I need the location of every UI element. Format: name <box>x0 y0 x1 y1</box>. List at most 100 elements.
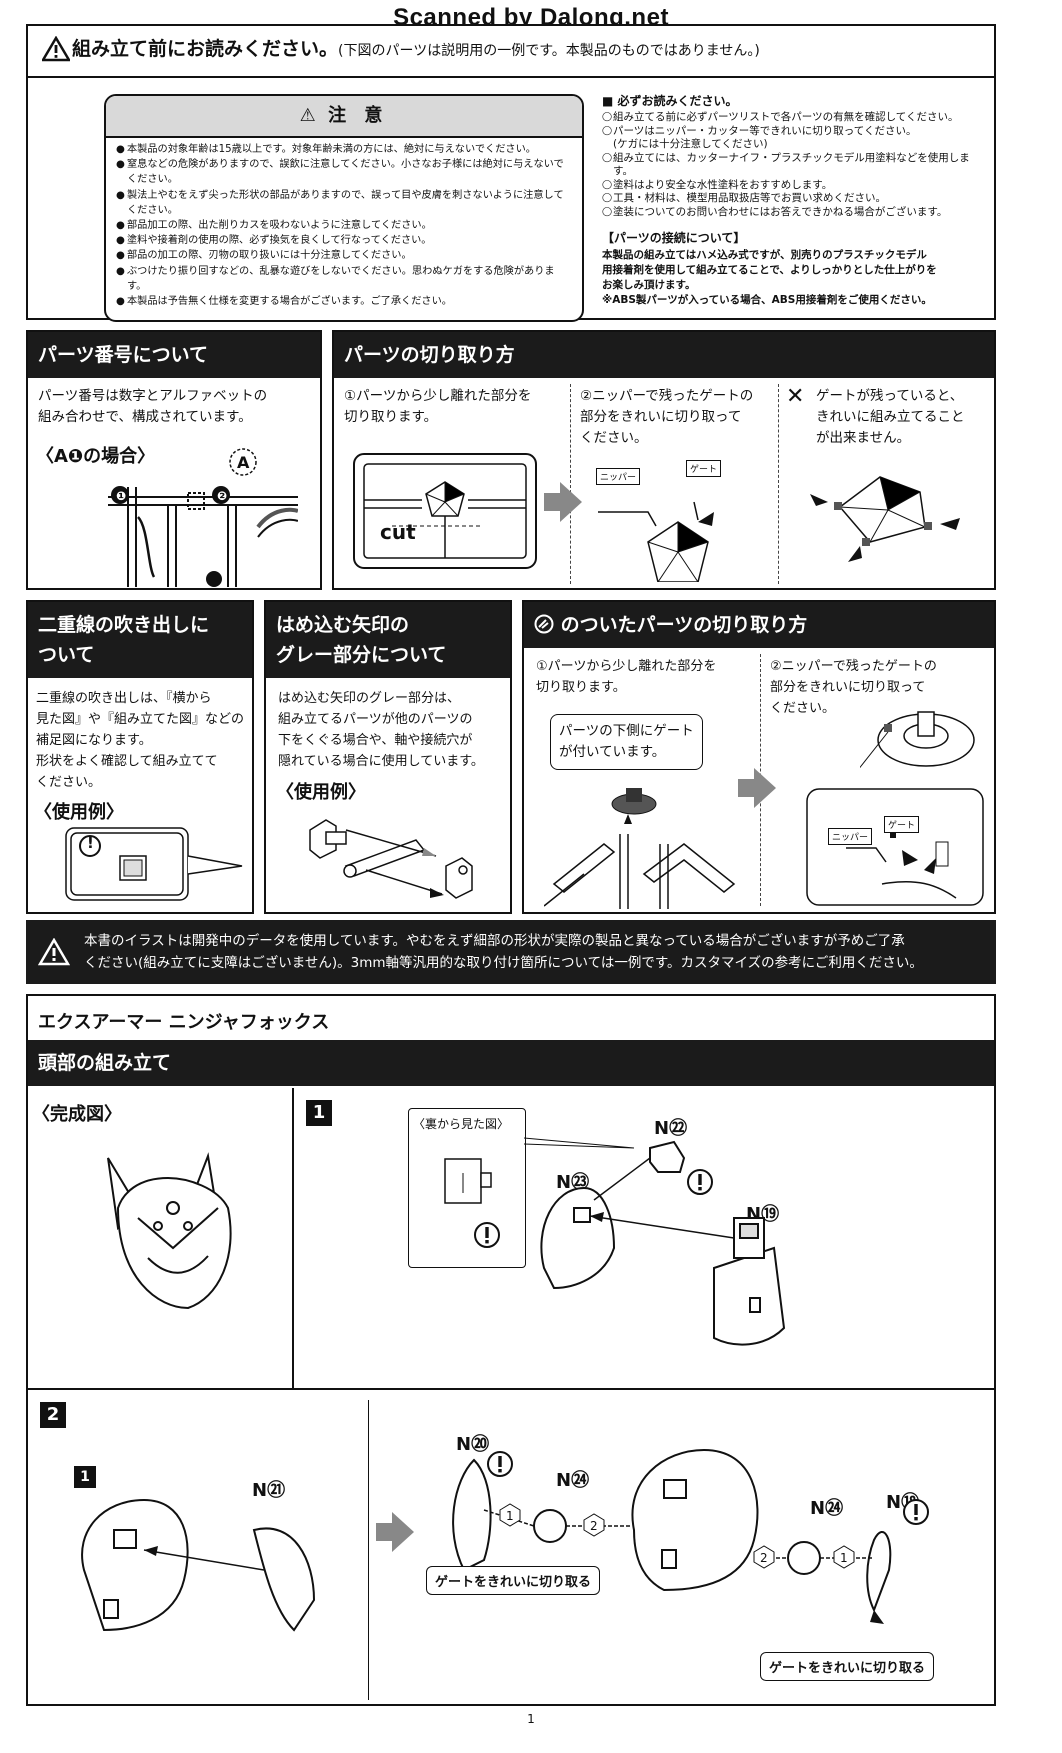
warning-triangle-icon <box>42 36 70 62</box>
completed-head-illustration <box>107 1152 232 1310</box>
cut-label: cut <box>380 520 416 544</box>
parts-number-section: パーツ番号について パーツ番号は数字とアルファベットの 組み合わせで、構成されて… <box>26 330 322 590</box>
runner-num-1: ❶ <box>116 489 126 503</box>
cutting-section: パーツの切り取り方 ①パーツから少し離れた部分を 切り取ります。 ②ニッパーで残… <box>332 330 996 590</box>
insert-arrow-example-label: 〈使用例〉 <box>276 782 366 803</box>
nipper-zoom-illustration <box>806 788 984 906</box>
attention-mark-icon: ! <box>87 834 94 852</box>
insert-arrow-section: はめ込む矢印の グレー部分について はめ込む矢印のグレー部分は、 組み立てるパー… <box>264 600 512 914</box>
must-read-item: パーツはニッパー・カッター等できれいに切り取ってください。 (ケガには十分注意し… <box>602 125 986 152</box>
caution-title: 注 意 <box>328 105 389 126</box>
gate-underside-callout: パーツの下側にゲート が付いています。 <box>550 714 703 770</box>
part-label-n20: N⑳ <box>456 1434 490 1455</box>
order-badge-2a: 2 <box>590 1519 598 1533</box>
step-arrow-icon <box>738 768 776 808</box>
part-label-n21: N㉑ <box>252 1480 286 1501</box>
sub-step-1-badge: 1 <box>74 1466 96 1488</box>
attention-mark-icon <box>474 1222 500 1248</box>
complete-view-panel: 〈完成図〉 <box>28 1088 294 1388</box>
must-read-item: 組み立てには、カッターナイフ・プラスチックモデル用塗料などを使用します。 <box>602 152 986 179</box>
head-assembly-header: 頭部の組み立て <box>28 1040 994 1086</box>
part-label-n22: N㉒ <box>654 1118 688 1139</box>
part-label-n24-a: N㉔ <box>556 1470 590 1491</box>
part-label-n24-b: N㉔ <box>810 1498 844 1519</box>
insert-arrow-illustration <box>309 819 473 899</box>
parts-number-example-label: 〈A❶の場合〉 <box>36 446 156 467</box>
title-note: (下図のパーツは説明用の一例です。本製品のものではありません。) <box>338 43 760 59</box>
gate-cut-note-1: ゲートをきれいに切り取る <box>426 1566 601 1595</box>
nipper-label: ニッパー <box>596 468 641 485</box>
gate-label: ゲート <box>686 460 722 477</box>
insert-arrow-text: はめ込む矢印のグレー部分は、 組み立てるパーツが他のパーツの 下をくぐる場合や、… <box>278 691 484 769</box>
caution-item: ぶつけたり振り回すなどの、乱暴な遊びをしないでください。思わぬケガをする危険があ… <box>116 264 572 294</box>
order-badge-1b: 1 <box>840 1551 848 1565</box>
runner-letter: A <box>237 453 250 472</box>
caution-item: 本製品の対象年齢は15歳以上です。対象年齢未満の方には、絶対に与えないでください… <box>116 142 572 157</box>
caution-item: 部品加工の際、出た削りカスを吸わないように注意してください。 <box>116 218 572 233</box>
special-cut-step-1: ①パーツから少し離れた部分を 切り取ります。 <box>536 659 717 695</box>
gear-part-illustration <box>860 711 975 769</box>
gate-cut-note-2: ゲートをきれいに切り取る <box>760 1652 935 1681</box>
step-arrow-icon <box>544 482 582 522</box>
step-1-assembly-illustration <box>540 1140 786 1346</box>
double-line-balloon-illustration <box>65 827 243 901</box>
gate-mark-icon <box>534 614 554 634</box>
development-warning-text: 本書のイラストは開発中のデータを使用しています。やむをえず細部の形状が実際の製品… <box>84 933 923 971</box>
development-warning-bar: 本書のイラストは開発中のデータを使用しています。やむをえず細部の形状が実際の製品… <box>26 920 996 984</box>
special-cut-section: のついたパーツの切り取り方 ①パーツから少し離れた部分を 切り取ります。 ②ニッ… <box>522 600 996 914</box>
caution-item: 部品の加工の際、刃物の取り扱いには十分注意してください。 <box>116 248 572 263</box>
must-read-item: 塗装についてのお問い合わせにはお答えできかねる場合がございます。 <box>602 206 986 220</box>
caution-item: 製法上やむをえず尖った形状の部品がありますので、誤って目や皮膚を刺さないように注… <box>116 188 572 218</box>
parts-number-header: パーツ番号について <box>28 332 320 378</box>
caution-box: ⚠ 注 意 本製品の対象年齢は15歳以上です。対象年齢未満の方には、絶対に与えな… <box>104 94 584 322</box>
caution-header: ⚠ 注 意 <box>106 96 582 138</box>
must-read-item: 塗料はより安全な水性塗料をおすすめします。 <box>602 179 986 193</box>
must-read-title: ■ 必ずお読みください。 <box>602 94 738 108</box>
bad-gate-illustration <box>810 476 960 562</box>
title-main: 組み立て前にお読みください。 <box>72 38 339 60</box>
runner-illustration: A ❶ ❷ <box>108 448 298 587</box>
page-number: 1 <box>527 1712 535 1726</box>
parts-number-text: パーツ番号は数字とアルファベットの 組み合わせで、構成されています。 <box>38 388 268 425</box>
connection-note: ※ABS製パーツが入っている場合、ABS用接着剤をご使用ください。 <box>602 294 932 306</box>
caution-item: 塗料や接着剤の使用の際、必ず換気を良くして行なってください。 <box>116 233 572 248</box>
must-read-item: 組み立てる前に必ずパーツリストで各パーツの有無を確認してください。 <box>602 111 986 125</box>
cutting-step-2: ②ニッパーで残ったゲートの 部分をきれいに切り取って ください。 <box>580 388 754 446</box>
runner-gate-underside-illustration <box>544 788 736 909</box>
double-line-text: 二重線の吹き出しは、『横から 見た図』や『組み立てた図』などの 補足図になります… <box>36 691 245 790</box>
page-title: 組み立て前にお読みください。(下図のパーツは説明用の一例です。本製品のものではあ… <box>72 34 760 61</box>
double-line-section: 二重線の吹き出しに ついて 二重線の吹き出しは、『横から 見た図』や『組み立てた… <box>26 600 254 914</box>
special-cut-header-text: のついたパーツの切り取り方 <box>560 614 808 636</box>
insert-arrow-header: はめ込む矢印の グレー部分について <box>266 602 510 678</box>
cutting-step-3: ゲートが残っていると、 きれいに組み立てること が出来ません。 <box>816 388 965 446</box>
callout-lines <box>524 1137 635 1149</box>
caution-item: 窒息などの危険がありますので、誤飲に注意してください。小さなお子様には絶対に与え… <box>116 157 572 187</box>
special-cut-header: のついたパーツの切り取り方 <box>524 602 994 648</box>
must-read-block: ■ 必ずお読みください。 組み立てる前に必ずパーツリストで各パーツの有無を確認し… <box>602 92 986 308</box>
ng-cross-icon: ✕ <box>786 384 805 409</box>
must-read-list: 組み立てる前に必ずパーツリストで各パーツの有無を確認してください。 パーツはニッ… <box>602 111 986 219</box>
warning-triangle-icon <box>38 938 70 966</box>
connection-title: 【パーツの接続について】 <box>602 231 746 245</box>
double-line-example-label: 〈使用例〉 <box>34 802 124 823</box>
caution-item: 本製品は予告無く仕様を変更する場合がございます。ご了承ください。 <box>116 294 572 309</box>
back-view-label: 〈裏から見た図〉 <box>413 1117 510 1131</box>
back-view-box: 〈裏から見た図〉 <box>408 1108 526 1268</box>
order-badge-1a: 1 <box>506 1509 514 1523</box>
runner-num-2: ❷ <box>217 489 227 503</box>
caution-triangle-icon: ⚠ <box>299 105 316 126</box>
step-1-badge: 1 <box>306 1100 332 1126</box>
step-2-panel: 2 1 N㉑ N⑳ N㉔ N㉔ N⑱ <box>28 1388 994 1704</box>
special-cut-step-2: ②ニッパーで残ったゲートの 部分をきれいに切り取って ください。 <box>770 659 937 716</box>
back-view-illustration <box>444 1158 492 1204</box>
nipper-cut-illustration <box>598 501 714 582</box>
step-1-panel: 1 〈裏から見た図〉 N㉒ N㉓ N⑲ <box>294 1088 994 1388</box>
caution-list: 本製品の対象年齢は15歳以上です。対象年齢未満の方には、絶対に与えないでください… <box>106 138 582 313</box>
step-2-right-illustration: 1 2 2 1 <box>452 1448 929 1624</box>
runner-cut-illustration <box>353 453 537 569</box>
read-before-assembly-section: 組み立て前にお読みください。(下図のパーツは説明用の一例です。本製品のものではあ… <box>26 24 996 322</box>
complete-view-label: 〈完成図〉 <box>32 1104 122 1125</box>
must-read-item: 工具・材料は、模型用品取扱店等でお買い求めください。 <box>602 192 986 206</box>
step-2-left-illustration <box>81 1498 316 1632</box>
special-gate-label: ゲート <box>884 816 920 833</box>
